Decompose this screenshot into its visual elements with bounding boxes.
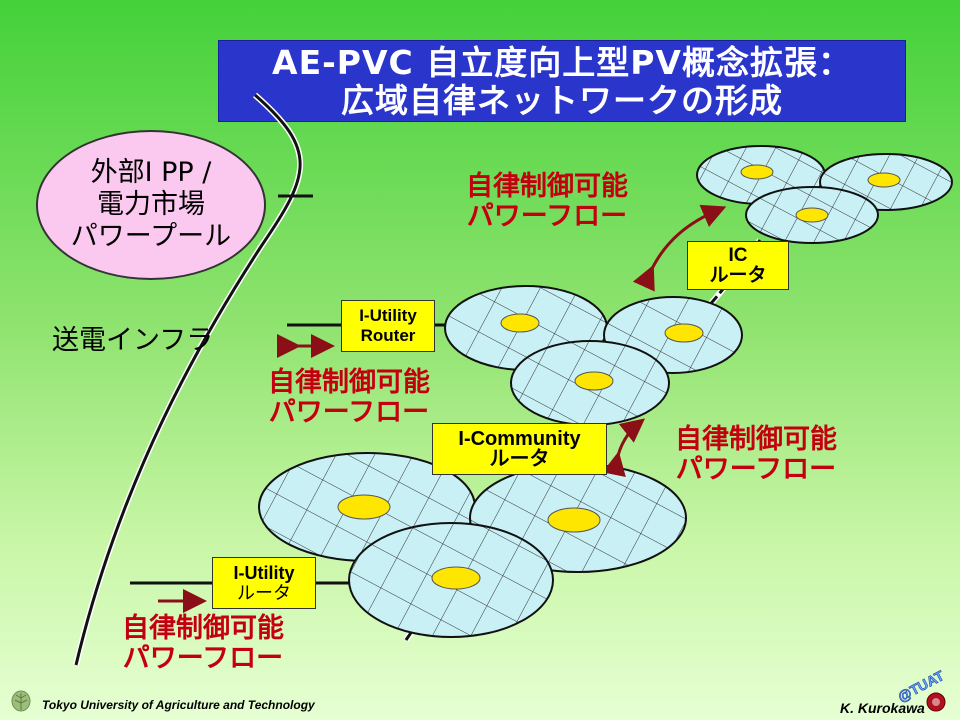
router-label: I-Utility [233, 563, 295, 583]
footer-institution: Tokyo University of Agriculture and Tech… [42, 698, 315, 712]
router-label: ルータ [237, 583, 291, 603]
router-label: ルータ [489, 448, 550, 470]
flow-arrow [632, 204, 727, 292]
transmission-infra-label: 送電インフラ [52, 325, 214, 356]
flow-text: 自律制御可能 [122, 613, 284, 644]
flow-label-middle-left: 自律制御可能 パワーフロー [268, 368, 430, 428]
power-pool-ellipse: 外部I PP / 電力市場 パワープール [36, 130, 266, 280]
title-line-2: 広域自律ネットワークの形成 [341, 81, 783, 120]
i-utility-router-bottom: I-Utility ルータ [212, 557, 316, 609]
router-label: I-Community [458, 428, 581, 450]
i-community-router: I-Community ルータ [432, 423, 607, 475]
flow-label-bottom: 自律制御可能 パワーフロー [122, 614, 284, 674]
pool-line-2: 電力市場 [97, 189, 205, 220]
flow-label-middle-right: 自律制御可能 パワーフロー [675, 425, 837, 485]
router-label: IC [728, 244, 748, 266]
i-utility-router-top: I-Utility Router [341, 300, 435, 352]
slide-title: AE-PVC 自立度向上型PV概念拡張： 広域自律ネットワークの形成 [218, 40, 906, 122]
flow-text: パワーフロー [466, 201, 628, 232]
flow-text: パワーフロー [268, 397, 430, 428]
pool-line-1: 外部I PP / [90, 157, 212, 188]
flow-text: 自律制御可能 [268, 367, 430, 398]
flow-text: パワーフロー [675, 454, 837, 485]
flow-arrow [602, 418, 646, 478]
router-label: ルータ [709, 264, 767, 286]
author-name: K. Kurokawa [840, 700, 925, 716]
flow-text: 自律制御可能 [466, 171, 628, 202]
flow-label-top: 自律制御可能 パワーフロー [466, 172, 628, 232]
title-line-1: AE-PVC 自立度向上型PV概念拡張： [272, 43, 852, 82]
ic-router: IC ルータ [687, 241, 789, 290]
router-label: I-Utility [359, 306, 417, 325]
leaf-logo-icon [11, 690, 31, 712]
flow-text: 自律制御可能 [675, 424, 837, 455]
flow-text: パワーフロー [122, 643, 284, 674]
pool-line-3: パワープール [70, 221, 232, 252]
router-label: Router [360, 326, 416, 345]
tuat-logo-icon: @TUAT [895, 670, 947, 712]
